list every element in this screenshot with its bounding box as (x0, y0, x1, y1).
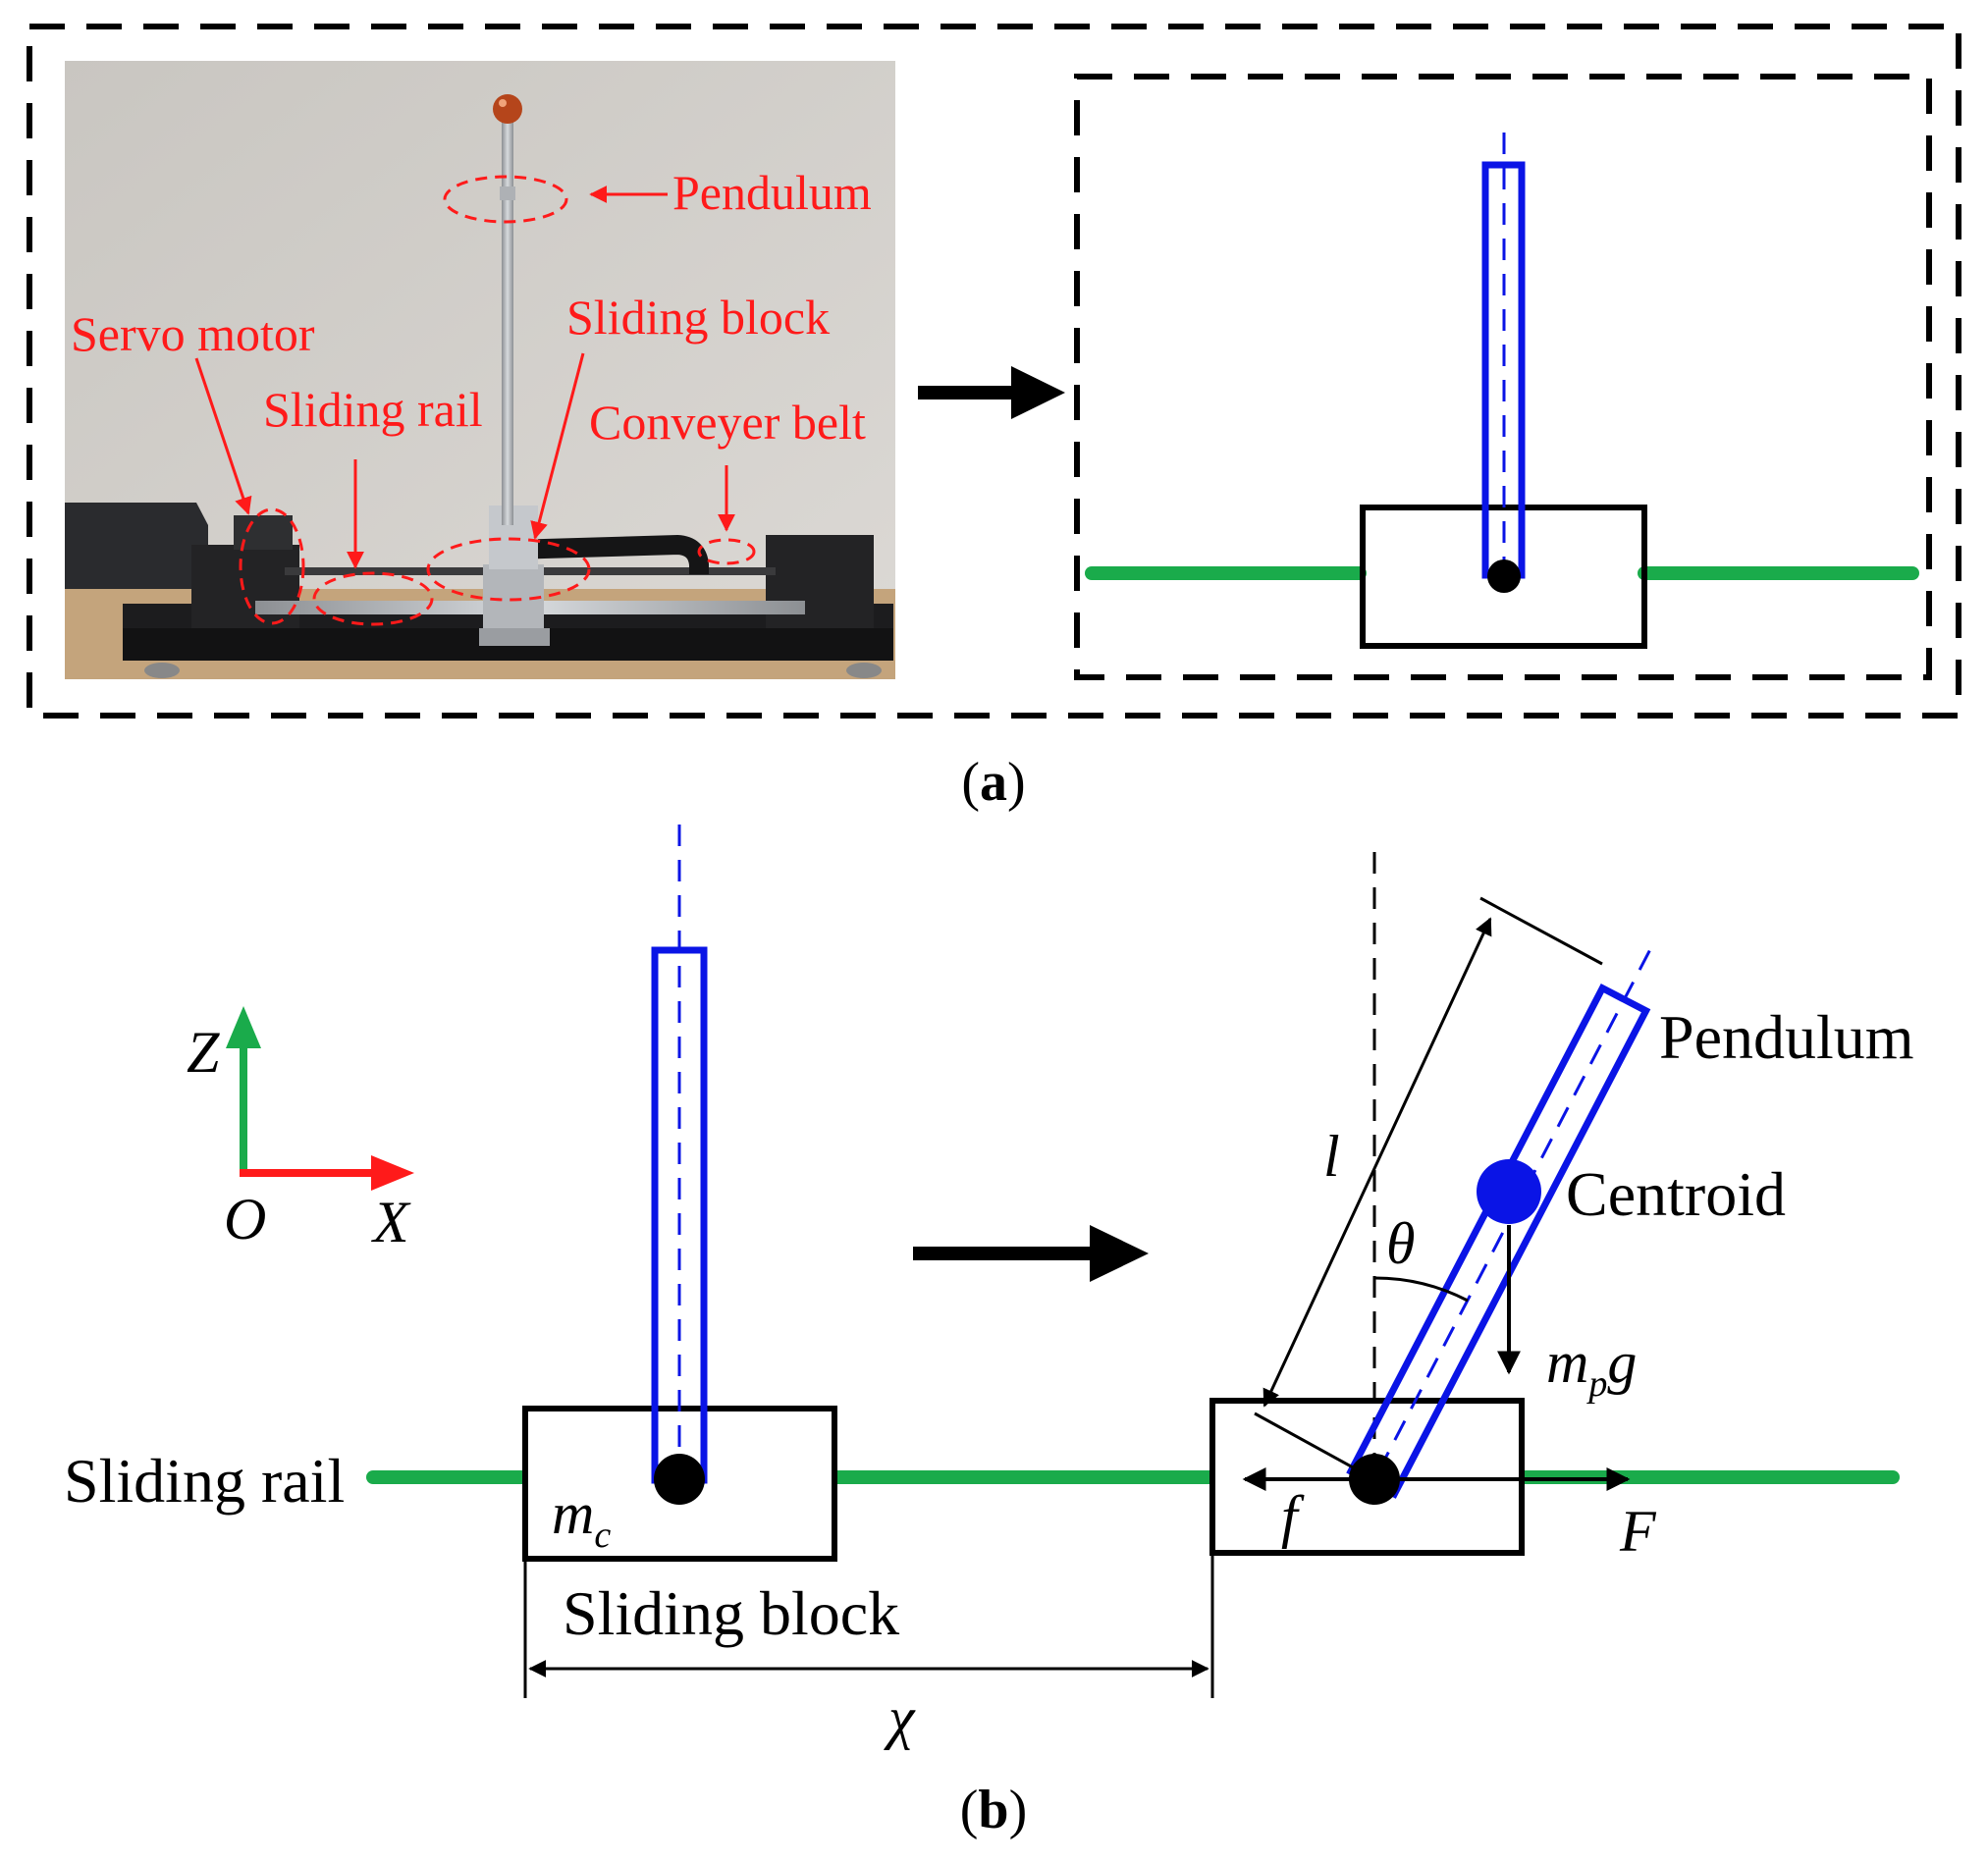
caption-b: (b) (960, 1780, 1027, 1840)
cart-mass-label: mc (552, 1481, 611, 1556)
schematic-pivot (1487, 559, 1521, 593)
schematic-frame (1074, 74, 1932, 680)
label-sliding-block: Sliding block (566, 290, 830, 345)
conveyer-belt-highlight-ellipse (697, 538, 756, 565)
sliding-block-pointer (530, 352, 585, 540)
axis-label-x: X (371, 1190, 411, 1254)
servo-motor-housing (191, 545, 299, 628)
angle-label: θ (1386, 1211, 1415, 1276)
left-dark-box (65, 503, 208, 589)
length-label: l (1323, 1124, 1340, 1189)
sliding-rail-highlight-ellipse (312, 571, 434, 626)
panel-b: Z X O Sliding rail mc Sliding block (64, 825, 1914, 1840)
angle-arc (1373, 1276, 1469, 1303)
panel-a-transition-arrow (918, 366, 1065, 419)
axis-label-origin: O (224, 1187, 266, 1252)
coordinate-axes: Z X O (187, 1006, 414, 1254)
length-extension-top (1479, 896, 1603, 966)
label-sliding-rail: Sliding rail (263, 382, 483, 437)
centroid-marker (1477, 1159, 1541, 1224)
cable-chain (510, 534, 709, 574)
x-axis-arrowhead (371, 1155, 414, 1191)
label-conveyer-belt: Conveyer belt (589, 395, 866, 450)
label-servo-motor: Servo motor (71, 306, 315, 361)
pendulum-highlight-ellipse (443, 175, 568, 224)
panel-b-motion-arrow (913, 1225, 1149, 1282)
length-dimension (1263, 917, 1492, 1408)
photo-annotations (239, 175, 756, 626)
caption-a: (a) (961, 752, 1025, 813)
label-centroid: Centroid (1566, 1159, 1786, 1229)
servo-motor-highlight-ellipse (239, 507, 305, 625)
displacement-label: χ (884, 1685, 916, 1750)
base-foot-left (144, 663, 180, 678)
schematic-pendulum-rod (1481, 161, 1526, 579)
length-extension-bottom (1254, 1411, 1375, 1481)
photo-annotation-arrows (194, 186, 735, 569)
servo-motor-pointer (194, 357, 252, 515)
panel-a: Pendulum Servo motor Sliding block Slidi… (27, 24, 1961, 813)
label-sliding-rail-b: Sliding rail (64, 1446, 345, 1516)
label-pendulum: Pendulum (672, 165, 872, 220)
initial-pivot (654, 1454, 705, 1505)
sliding-block-body (483, 564, 544, 638)
axis-label-z: Z (187, 1020, 220, 1085)
label-sliding-block-b: Sliding block (563, 1578, 899, 1648)
sliding-block-highlight-ellipse (426, 537, 591, 602)
label-pendulum-b: Pendulum (1659, 1002, 1914, 1072)
force-label: F (1619, 1499, 1657, 1564)
z-axis-arrowhead (226, 1006, 261, 1048)
pendulum-rod-joint (500, 186, 515, 200)
apparatus-photo (65, 61, 895, 679)
pendulum-ball-highlight (499, 99, 507, 107)
gravity-label: mpg (1546, 1330, 1637, 1405)
pendulum-rod (502, 113, 513, 525)
base-foot-right (846, 663, 882, 678)
sliding-block-base (479, 628, 550, 646)
pendulum-ball (493, 94, 522, 124)
